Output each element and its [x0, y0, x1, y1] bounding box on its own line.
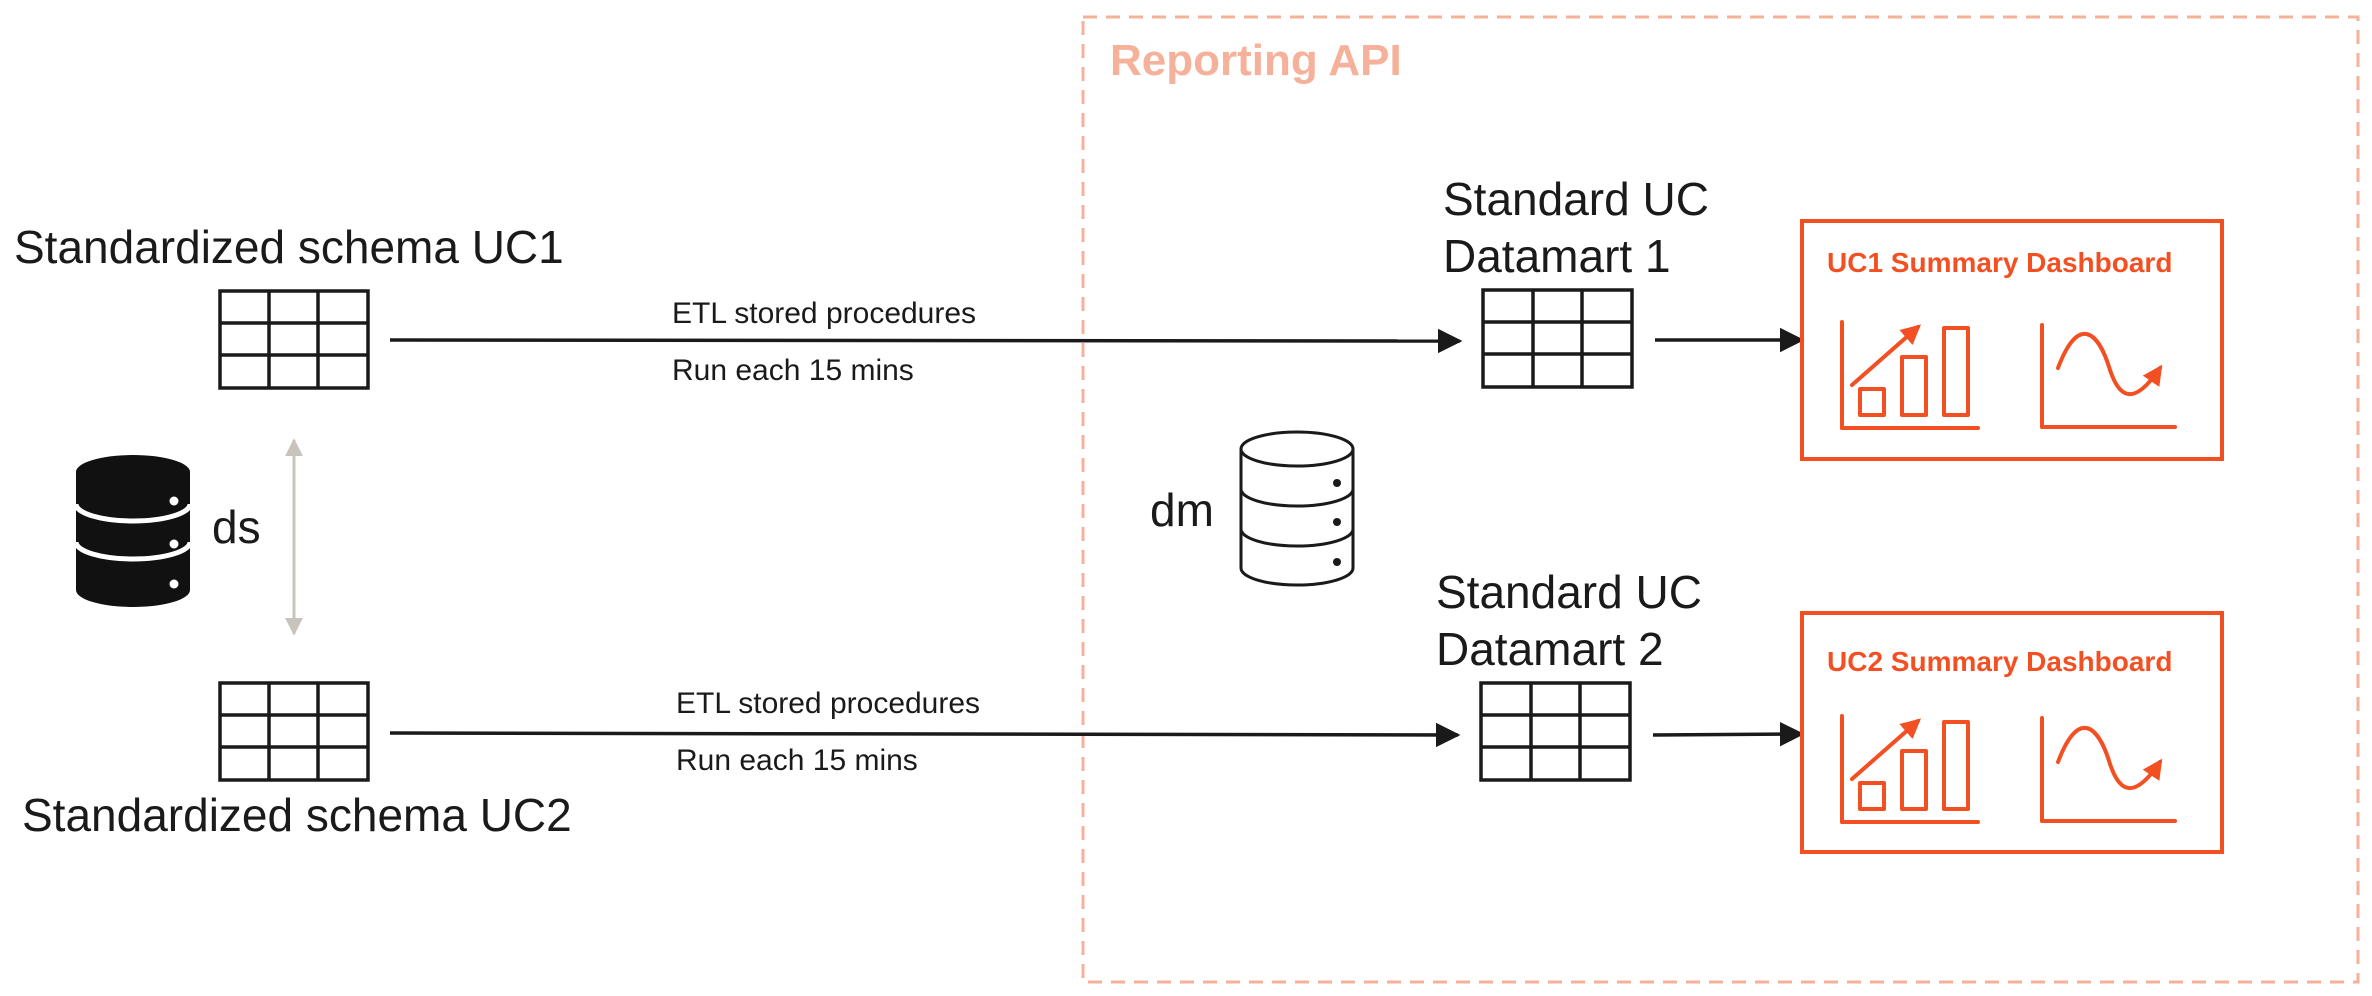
- ds-database-label: ds: [212, 501, 261, 553]
- dashboard-uc2-title: UC2 Summary Dashboard: [1827, 646, 2173, 677]
- bar-chart-trend-icon: [1840, 714, 1980, 824]
- etl-arrow-uc1: [389, 328, 1463, 354]
- dm-database-icon: [1239, 430, 1355, 587]
- datamart-2-line2: Datamart 2: [1436, 623, 1664, 675]
- line-chart-icon: [2040, 716, 2177, 823]
- source-uc2-label: Standardized schema UC2: [22, 789, 572, 841]
- source-uc1-label: Standardized schema UC1: [14, 221, 564, 273]
- ds-database-icon: [73, 455, 193, 607]
- etl-2-line2: Run each 15 mins: [676, 744, 918, 777]
- etl-arrow-uc2: [389, 722, 1461, 748]
- dashboard-uc1-box: [1800, 219, 2224, 461]
- dashboard-uc2-box: [1800, 611, 2224, 854]
- etl-2-line1: ETL stored procedures: [676, 687, 981, 720]
- datamart-2-line1: Standard UC: [1436, 566, 1702, 618]
- bar-chart-trend-icon: [1840, 320, 1980, 430]
- dashboard-uc1-title: UC1 Summary Dashboard: [1827, 247, 2173, 278]
- datamart-1-line2: Datamart 1: [1443, 230, 1671, 282]
- source-table-uc1-icon: [218, 289, 370, 390]
- line-chart-icon: [2040, 323, 2177, 429]
- datamart-1-line1: Standard UC: [1443, 173, 1709, 225]
- dm-database-label: dm: [1150, 484, 1214, 536]
- datamart-to-dashboard-arrow-2: [1652, 721, 1805, 747]
- reporting-api-title: Reporting API: [1110, 36, 1402, 85]
- datamart-table-1-icon: [1481, 288, 1634, 389]
- etl-1-line1: ETL stored procedures: [672, 297, 977, 330]
- reporting-api-group-border: [1081, 15, 2360, 984]
- source-table-uc2-icon: [218, 681, 370, 782]
- etl-1-line2: Run each 15 mins: [672, 354, 914, 387]
- datamart-table-2-icon: [1479, 681, 1632, 782]
